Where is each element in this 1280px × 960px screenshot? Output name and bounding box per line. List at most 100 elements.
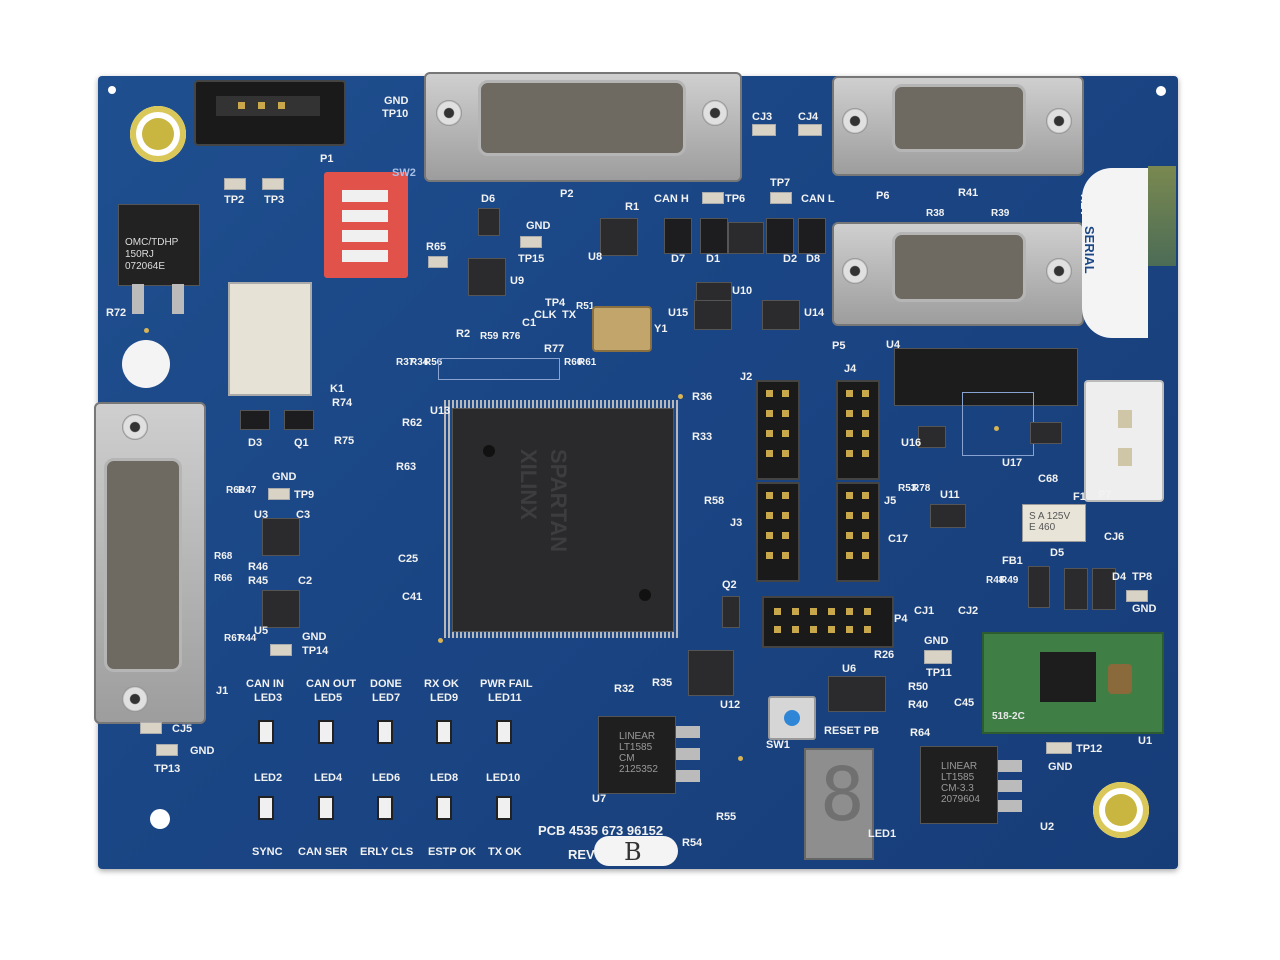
label-r49: R49: [1000, 575, 1019, 586]
u15-chip: [694, 300, 732, 330]
mounting-hole-bottom-right: [1093, 782, 1149, 838]
label-tp8: TP8: [1132, 571, 1153, 583]
label-u1: U1: [1138, 735, 1153, 747]
label-clk: CLK: [534, 309, 557, 321]
label-d7: D7: [671, 253, 686, 265]
u8-chip: [600, 218, 638, 256]
p7-connector: [1084, 380, 1164, 502]
u14-chip: [762, 300, 800, 330]
label-u16: U16: [901, 437, 922, 449]
ul-sticker: [122, 340, 170, 388]
label-r60: R60: [564, 357, 583, 368]
label-tp13: TP13: [154, 763, 181, 775]
corner-hole: [1156, 86, 1166, 96]
label-r64: R64: [910, 727, 931, 739]
serial-label-strip: [1082, 168, 1148, 338]
u10-chip: [728, 222, 764, 254]
label-j2: J2: [740, 371, 753, 383]
label-gnd-tp9: GND: [272, 471, 297, 483]
u17-chip: [1030, 422, 1062, 444]
label-r61: R61: [578, 357, 597, 368]
label-j3: J3: [730, 517, 743, 529]
label-r44: R44: [238, 633, 257, 644]
led2: [258, 796, 274, 820]
u3-chip: [262, 518, 300, 556]
label-r54: R54: [682, 837, 703, 849]
label-r56: R56: [424, 357, 443, 368]
p2-db15-connector: [424, 72, 742, 182]
label-r53: R53: [898, 483, 917, 494]
j3-header: [756, 482, 800, 582]
label-r59: R59: [480, 331, 499, 342]
u4-chip: [894, 348, 1078, 406]
label-p2: P2: [560, 188, 574, 200]
dip-switch-sw2[interactable]: [324, 172, 408, 278]
regulator-u2: LINEAR LT1585 CM-3.3 2079604: [920, 746, 998, 824]
fuse-f1: S A 125V E 460: [1022, 504, 1086, 542]
regulator-u7: LINEAR LT1585 CM 2125352: [598, 716, 676, 794]
d5-part: [1064, 568, 1088, 610]
label-tp9: TP9: [294, 489, 315, 501]
label-led7: LED7: [372, 692, 401, 704]
label-c17: C17: [888, 533, 909, 545]
label-led3: LED3: [254, 692, 283, 704]
label-spartan: SPARTAN: [546, 449, 571, 553]
label-led9: LED9: [430, 692, 459, 704]
j5-header: [836, 482, 880, 582]
label-tx-ok: TX OK: [488, 846, 522, 858]
label-r26: R26: [874, 649, 895, 661]
label-u2: U2: [1040, 821, 1055, 833]
label-cj2: CJ2: [958, 605, 979, 617]
label-j5: J5: [884, 495, 897, 507]
label-k1: K1: [330, 383, 345, 395]
d4-part: [1092, 568, 1116, 610]
label-r1: R1: [625, 201, 640, 213]
label-tp12: TP12: [1076, 743, 1103, 755]
label-gnd-tp11: GND: [924, 635, 949, 647]
rev-label-sticker: B: [594, 836, 678, 866]
label-r32: R32: [614, 683, 635, 695]
label-j4: J4: [844, 363, 857, 375]
label-led1: LED1: [868, 828, 897, 840]
u5-chip: [262, 590, 300, 628]
label-cj3: CJ3: [752, 111, 773, 123]
yellow-stain: [1148, 166, 1176, 266]
label-cj1: CJ1: [914, 605, 935, 617]
u9-chip: [468, 258, 506, 296]
label-c41: C41: [402, 591, 423, 603]
pcb-board: P1 GND TP10 P2 CJ3 CJ4 P6 R41 R38 R39 P5…: [94, 72, 1178, 869]
reset-button-sw1[interactable]: [768, 696, 816, 740]
label-tp6: TP6: [725, 193, 746, 205]
label-tp2: TP2: [224, 194, 245, 206]
label-u10: U10: [732, 285, 753, 297]
label-u3: U3: [254, 509, 269, 521]
mounting-hole-top-left: [130, 106, 186, 162]
label-p5: P5: [832, 340, 846, 352]
label-u6: U6: [842, 663, 857, 675]
label-c1: C1: [522, 317, 537, 329]
label-r2: R2: [456, 328, 471, 340]
label-sync: SYNC: [252, 846, 283, 858]
label-erly-cls: ERLY CLS: [360, 846, 414, 858]
label-gnd-tp15: GND: [526, 220, 551, 232]
label-r47: R47: [238, 485, 257, 496]
corner-hole: [150, 809, 170, 829]
label-r76: R76: [502, 331, 521, 342]
u16-chip: [918, 426, 946, 448]
label-r62: R62: [402, 417, 423, 429]
reset-button-cap[interactable]: [784, 710, 800, 726]
segment-digit: 8: [820, 752, 865, 838]
label-tp4: TP4: [545, 297, 566, 309]
label-u7: U7: [592, 793, 607, 805]
label-gnd-tp14: GND: [302, 631, 327, 643]
label-r75: R75: [334, 435, 355, 447]
label-r51: R51: [576, 301, 595, 312]
led9: [436, 720, 452, 744]
label-estp-ok: ESTP OK: [428, 846, 477, 858]
label-r63: R63: [396, 461, 417, 473]
tdhp-component: OMC/TDHP 150RJ 072064E: [118, 204, 200, 286]
label-r37: R37: [396, 357, 415, 368]
label-r39: R39: [991, 208, 1010, 219]
label-d8: D8: [806, 253, 821, 265]
j2-header: [756, 380, 800, 480]
